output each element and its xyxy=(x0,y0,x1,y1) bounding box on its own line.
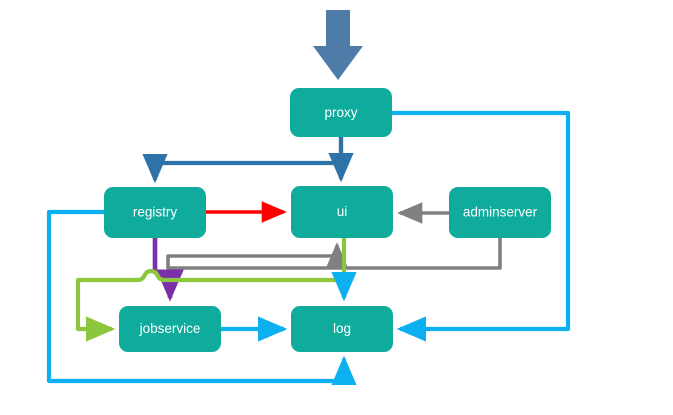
registry-to-jobservice-edge xyxy=(152,238,184,302)
node-log[interactable]: log xyxy=(291,306,393,352)
external-ingress-arrow xyxy=(313,10,363,80)
node-jobservice[interactable]: jobservice xyxy=(119,306,221,352)
node-registry[interactable]: registry xyxy=(104,187,206,238)
node-ui[interactable]: ui xyxy=(291,186,393,238)
ui-to-jobservice-edge xyxy=(75,238,347,342)
node-adminserver[interactable]: adminserver xyxy=(449,187,551,238)
proxy-to-log-edge xyxy=(392,110,571,342)
proxy-to-registry-edge xyxy=(142,137,344,184)
adminserver-to-ui-lower-edge xyxy=(166,238,502,270)
registry-to-log-edge xyxy=(46,209,357,386)
node-proxy[interactable]: proxy xyxy=(290,88,392,137)
